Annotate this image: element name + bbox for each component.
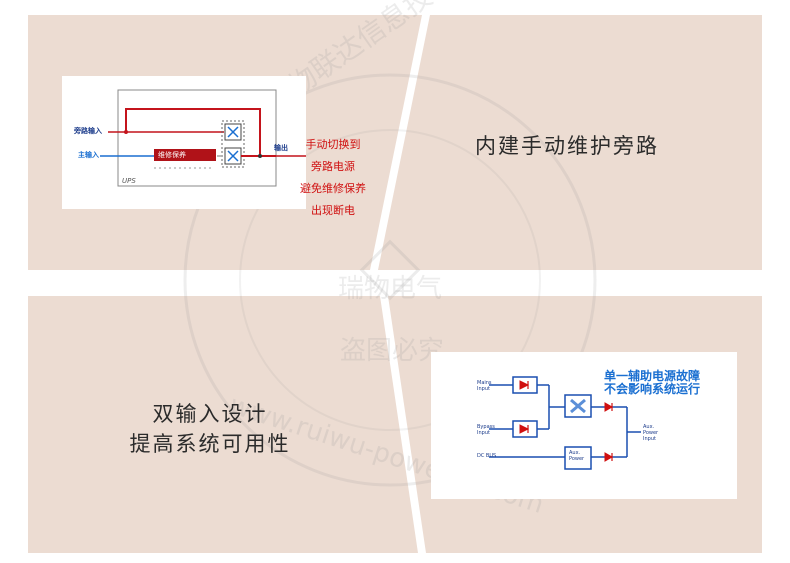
ups-note-line: 避免维修保养 (300, 182, 366, 195)
aux-power-label-line: Power (569, 456, 585, 462)
aux-power-label-line: Aux. (569, 450, 581, 456)
caption-dual-input-line1: 双输入设计 (152, 402, 268, 426)
caption-manual-bypass: 内建手动维护旁路 (475, 134, 659, 158)
dual-input-diagram-card: Mains Input Bypass Input DC BUS Aux. Pow… (431, 352, 737, 499)
ups-bypass-note: 手动切换到 旁路电源 避免维修保养 出现断电 (288, 134, 378, 222)
panel-bottom-left (28, 296, 418, 553)
aux-power-input-label-line: Aux. (643, 424, 655, 430)
dual-input-note-line: 单一辅助电源故障 (604, 369, 701, 383)
bypass-input-label-en: Bypass Input (477, 424, 495, 436)
bypass-input-label-line: Bypass (477, 424, 495, 430)
dual-input-diagram (489, 376, 641, 470)
dc-bus-label: DC BUS (477, 453, 497, 459)
output-label: 输出 (274, 144, 288, 152)
dual-input-note: 单一辅助电源故障 不会影响系统运行 (604, 370, 700, 396)
ups-diagram-card: 旁路输入 主输入 维修保养 UPS 输出 (62, 76, 306, 209)
dual-input-note-line: 不会影响系统运行 (604, 382, 701, 396)
aux-power-label: Aux. Power (569, 450, 584, 462)
ups-label: UPS (122, 177, 136, 185)
mains-input-label-line: Mains (477, 380, 492, 386)
aux-power-input-label-line: Input (643, 436, 656, 442)
panel-top-right (378, 15, 762, 270)
ups-note-line: 出现断电 (311, 204, 355, 217)
bypass-input-label: 旁路输入 (74, 127, 102, 135)
ups-note-line: 旁路电源 (311, 160, 355, 173)
ups-diagram (100, 89, 306, 187)
mains-input-label-line: Input (477, 386, 490, 392)
maintenance-bar-label: 维修保养 (158, 151, 186, 159)
caption-dual-input-line2: 提高系统可用性 (129, 432, 291, 456)
bypass-input-label-line: Input (477, 430, 490, 436)
ups-note-line: 手动切换到 (305, 138, 361, 151)
main-input-label: 主输入 (78, 151, 99, 159)
aux-power-input-label-line: Power (643, 430, 659, 436)
mains-input-label: Mains Input (477, 380, 492, 392)
aux-power-input-label: Aux. Power Input (643, 424, 658, 442)
